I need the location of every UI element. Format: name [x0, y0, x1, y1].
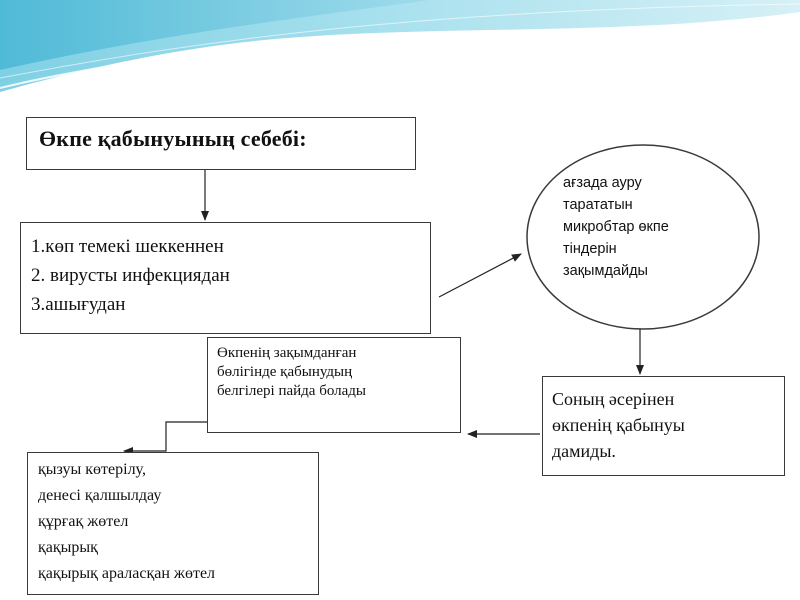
symptoms-box: қызуы көтерілу, денесі қалшылдау құрғақ … [27, 452, 319, 595]
result-line: өкпенің қабынуы [552, 415, 685, 435]
result-box: Соның әсерінен өкпенің қабынуы дамиды. [542, 376, 785, 476]
signs-line: Өкпенің зақымданған [217, 345, 357, 361]
microbes-line: зақымдайды [563, 263, 648, 279]
microbes-ellipse [526, 144, 760, 330]
title-box: Өкпе қабынуының себебі: [26, 117, 416, 170]
cause-item: 3.ашығудан [31, 294, 126, 315]
symptom-item: денесі қалшылдау [38, 487, 162, 504]
result-line: дамиды. [552, 441, 616, 461]
symptom-item: қақырық [38, 539, 98, 556]
cause-item: 2. вирусты инфекциядан [31, 265, 230, 286]
symptom-item: қақырық араласқан жөтел [38, 565, 216, 582]
symptom-item: қызуы көтерілу, [38, 461, 146, 478]
arrow-causes-to-microbes [438, 253, 522, 298]
symptom-item: құрғақ жөтел [38, 513, 129, 530]
microbes-line: микробтар өкпе [563, 219, 669, 235]
result-line: Соның әсерінен [552, 389, 675, 409]
signs-line: белгілері пайда болады [217, 383, 366, 399]
arrow-signs-to-symptoms [123, 421, 207, 455]
microbes-line: тарататын [563, 197, 633, 213]
microbes-line: ағзада ауру [563, 175, 642, 191]
cause-item: 1.көп темекі шеккеннен [31, 236, 224, 257]
signs-box: Өкпенің зақымданған бөлігінде қабынудың … [207, 337, 461, 433]
microbes-line: тіндерін [563, 241, 617, 257]
decorative-header-banner [0, 0, 800, 97]
microbes-text: ағзада ауру тарататын микробтар өкпе тін… [563, 172, 733, 282]
causes-box: 1.көп темекі шеккеннен 2. вирусты инфекц… [20, 222, 431, 334]
diagram-title: Өкпе қабынуының себебі: [39, 126, 307, 151]
signs-line: бөлігінде қабынудың [217, 364, 353, 380]
